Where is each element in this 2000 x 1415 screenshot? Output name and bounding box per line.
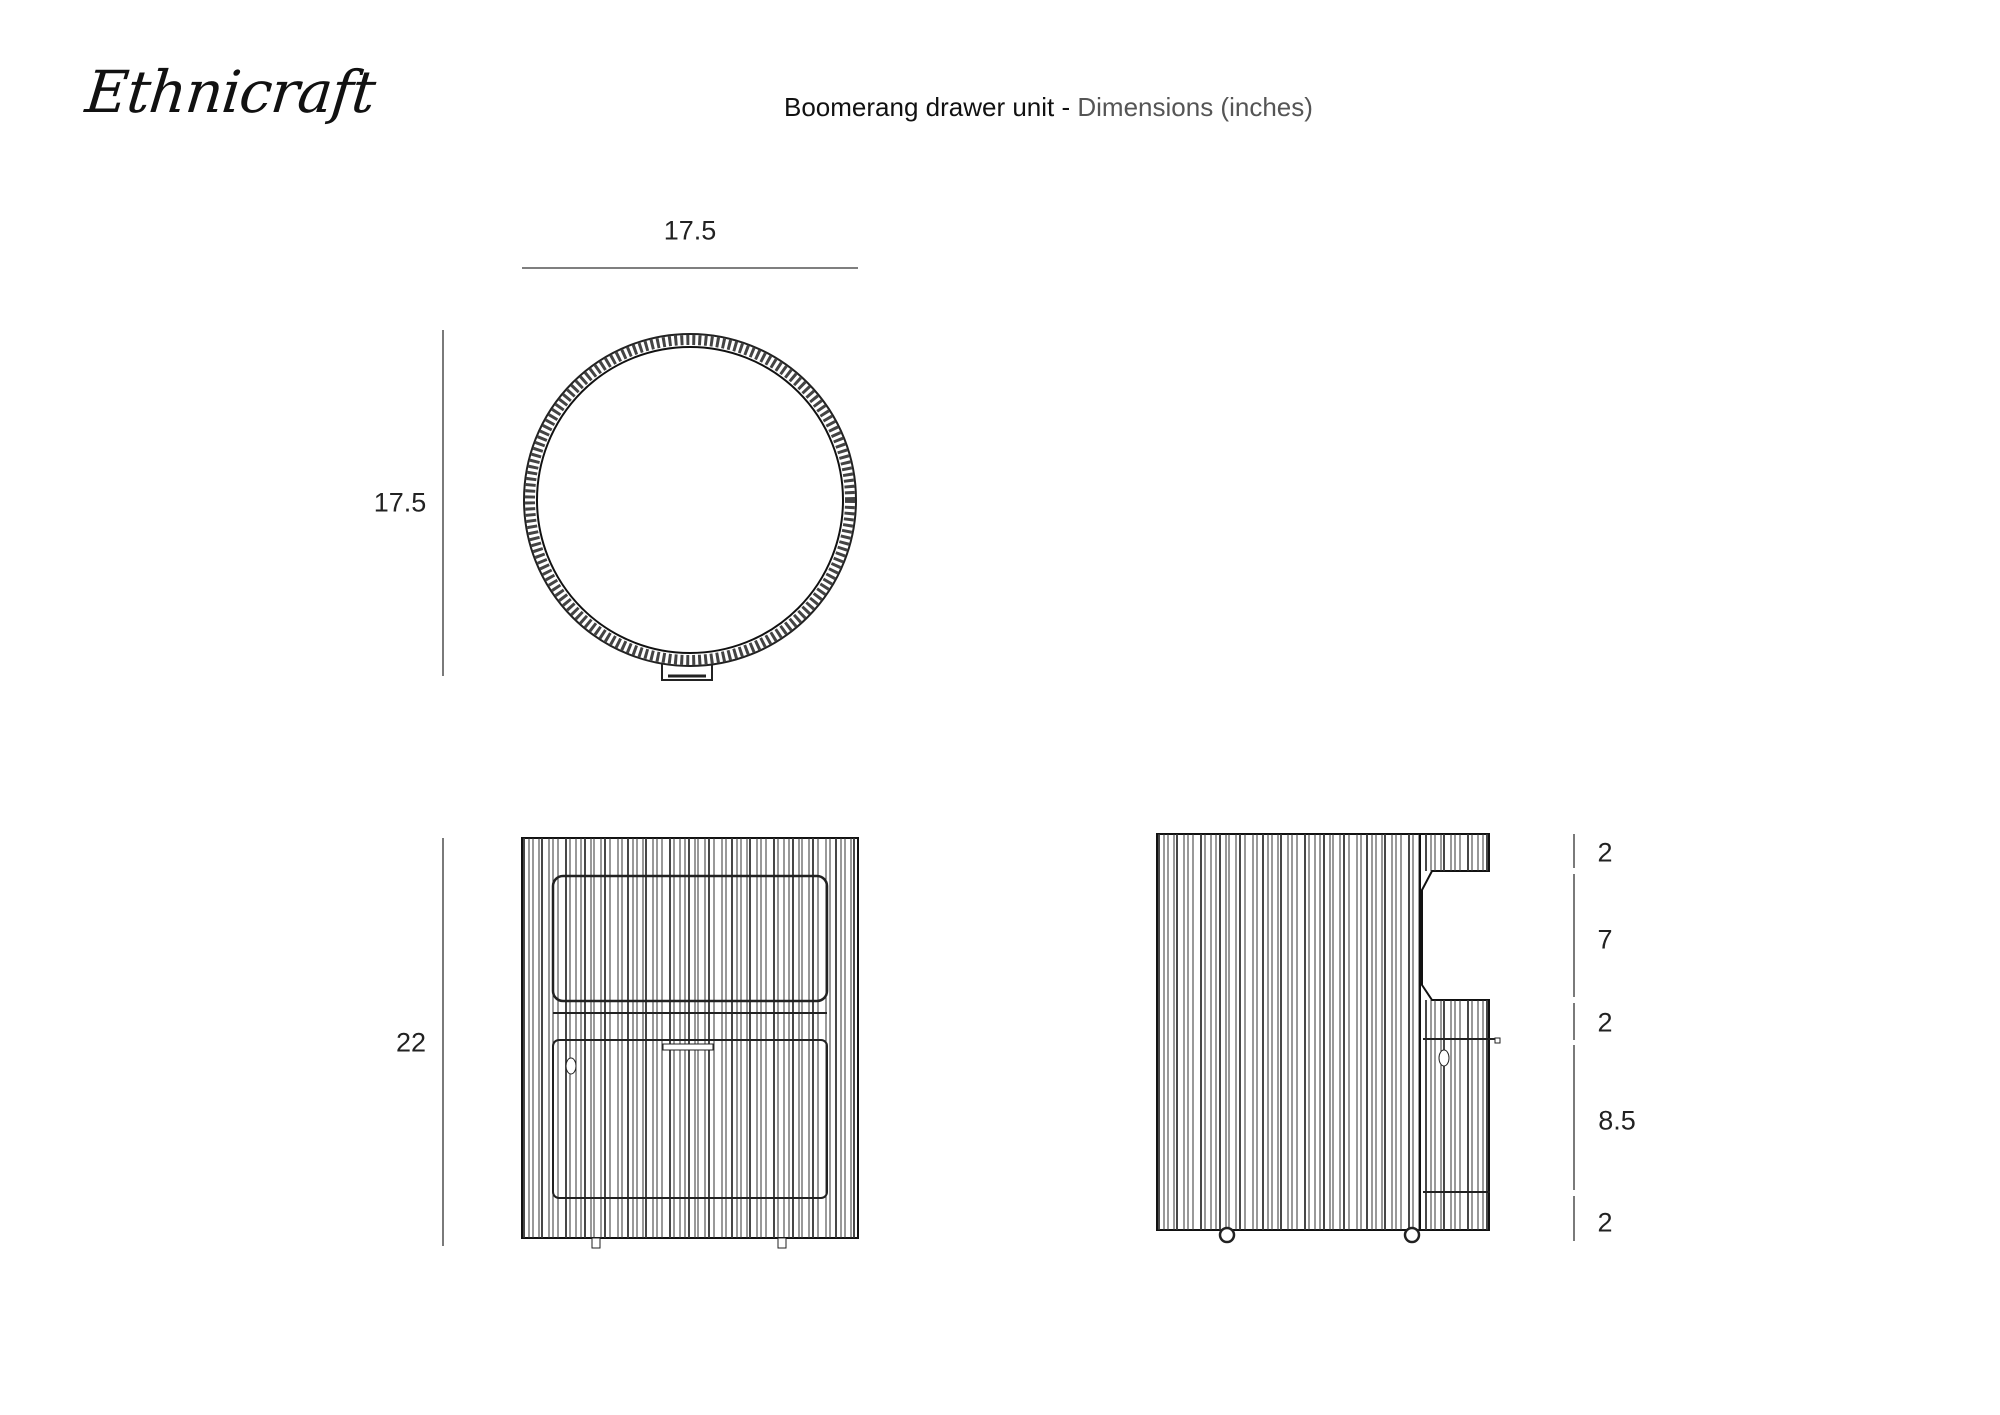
top-drawer-outline — [551, 874, 829, 1003]
side-view — [1156, 833, 1501, 1244]
front-body-outline — [521, 837, 859, 1239]
bottom-door-outline — [552, 1039, 828, 1199]
side-seg-label-5: 2 — [1597, 1207, 1613, 1238]
top-view — [523, 333, 857, 681]
caster-wheel — [1403, 1226, 1421, 1244]
page-title: Boomerang drawer unit - Dimensions (inch… — [784, 92, 1313, 123]
side-knob — [1438, 1049, 1450, 1067]
top-view-slat-ring — [525, 335, 855, 665]
side-seg-label-4: 8.5 — [1598, 1105, 1636, 1136]
door-handle — [662, 1043, 714, 1051]
side-seg-label-2: 7 — [1597, 924, 1613, 955]
side-seg-label-1: 2 — [1597, 837, 1613, 868]
title-detail: Dimensions (inches) — [1077, 92, 1313, 122]
front-leg — [591, 1237, 601, 1249]
side-body-outline — [1156, 833, 1490, 1231]
top-width-label: 17.5 — [663, 215, 717, 246]
side-seg-label-3: 2 — [1597, 1007, 1613, 1038]
top-depth-label: 17.5 — [373, 487, 427, 518]
front-view — [521, 837, 859, 1249]
caster-wheel — [1218, 1226, 1236, 1244]
door-knob — [565, 1057, 577, 1075]
front-height-label: 22 — [395, 1027, 427, 1058]
product-name: Boomerang drawer unit - — [784, 92, 1071, 122]
front-leg — [777, 1237, 787, 1249]
side-handle — [1494, 1037, 1501, 1044]
top-view-inner-circle — [536, 346, 844, 654]
